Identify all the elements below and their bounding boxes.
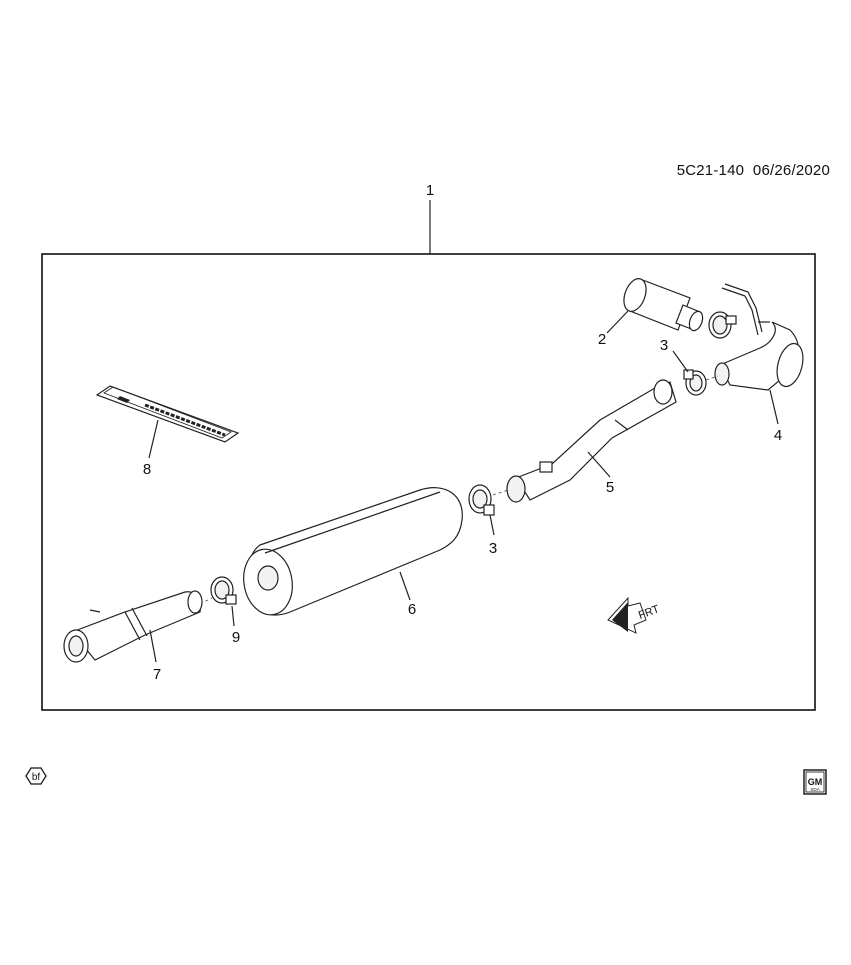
callout-8[interactable]: 8 (143, 461, 151, 478)
leader-8 (148, 419, 159, 459)
assembly-frame (41, 253, 816, 711)
leader-3-front (489, 514, 495, 536)
callout-9[interactable]: 9 (232, 629, 240, 646)
gm-logo-bottom: SDA (810, 787, 819, 792)
callout-3-front[interactable]: 3 (489, 540, 497, 557)
hanger-rod (721, 287, 759, 336)
part-3-clamp-rear[interactable] (683, 369, 707, 396)
reference-code: 5C21-140 (676, 162, 745, 179)
part-6-muffler[interactable] (239, 487, 463, 619)
alignment-line-front (492, 489, 509, 496)
diagram-reference-code: 5C21-140 06/26/2020 (640, 162, 830, 179)
part-2-tail-tip[interactable] (620, 276, 705, 333)
part-5-intermediate-pipe[interactable] (506, 379, 677, 503)
callout-4[interactable]: 4 (774, 427, 782, 444)
hanger-rod-edge (724, 283, 763, 333)
part-4-tailpipe[interactable] (714, 321, 807, 391)
reference-date: 06/26/2020 (752, 162, 830, 179)
part-9-clamp-small[interactable] (210, 576, 237, 605)
leader-3-rear (672, 350, 689, 373)
leader-7 (149, 629, 157, 663)
callout-1[interactable]: 1 (426, 182, 434, 199)
callout-5[interactable]: 5 (606, 479, 614, 496)
leader-4 (769, 389, 779, 425)
leader-5 (587, 451, 611, 478)
front-direction-arrow-icon: FRT (607, 596, 661, 634)
gm-logo-icon: GM SDA (803, 769, 827, 795)
part-3-clamp-front[interactable] (468, 484, 495, 516)
callout-3-rear[interactable]: 3 (660, 337, 668, 354)
callout-6[interactable]: 6 (408, 601, 416, 618)
bf-hexagon-icon: bf (25, 767, 47, 785)
part-7-front-pipe[interactable] (63, 590, 203, 663)
leader-9 (231, 605, 235, 627)
bf-badge-label: bf (32, 772, 41, 783)
callout-7[interactable]: 7 (153, 666, 161, 683)
alignment-line-rear (705, 375, 719, 381)
gm-logo-top: GM (808, 777, 823, 787)
leader-2 (606, 310, 629, 334)
part-8-label-plate[interactable] (95, 385, 240, 443)
leader-6 (399, 571, 411, 601)
callout-2[interactable]: 2 (598, 331, 606, 348)
part-clamp-tip[interactable] (708, 311, 737, 339)
